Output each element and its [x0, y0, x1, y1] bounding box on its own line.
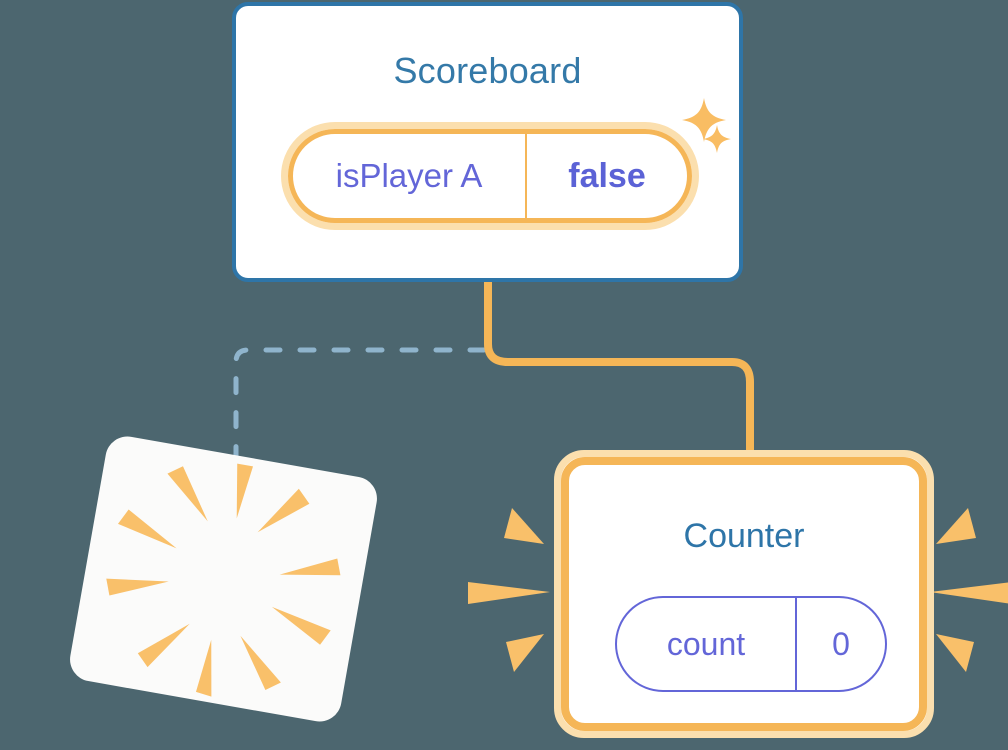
burst-ray [506, 634, 544, 672]
burst-ray [468, 582, 550, 604]
scoreboard-card[interactable]: Scoreboard isPlayer A false [232, 2, 743, 282]
counter-title: Counter [683, 517, 805, 555]
burst-ray [936, 508, 976, 544]
counter-burst-rays-right [934, 508, 1008, 672]
counter-state-key: count [617, 598, 797, 690]
burst-ray [504, 508, 544, 544]
counter-card[interactable]: Counter count 0 [554, 450, 934, 738]
counter-burst-rays-left [468, 508, 550, 672]
scoreboard-state-value: false [568, 156, 646, 195]
scoreboard-title: Scoreboard [393, 50, 582, 91]
counter-state-pill[interactable]: count 0 [615, 596, 887, 692]
connector-scoreboard-to-counter [484, 282, 754, 456]
counter-card-inner: Counter count 0 [561, 457, 927, 731]
scoreboard-state-pill-inner: isPlayer A false [288, 129, 692, 223]
sparkle-small-icon [703, 125, 731, 153]
burst-ray [936, 634, 974, 672]
ghost-card[interactable] [66, 433, 381, 725]
counter-state-value: 0 [832, 625, 850, 662]
scoreboard-state-key: isPlayer A [293, 134, 527, 218]
sparkle-large-icon [682, 98, 726, 142]
burst-ray [934, 582, 1008, 604]
connector-scoreboard-to-ghost-card [233, 347, 487, 475]
scoreboard-state-pill[interactable]: isPlayer A false [281, 122, 699, 230]
